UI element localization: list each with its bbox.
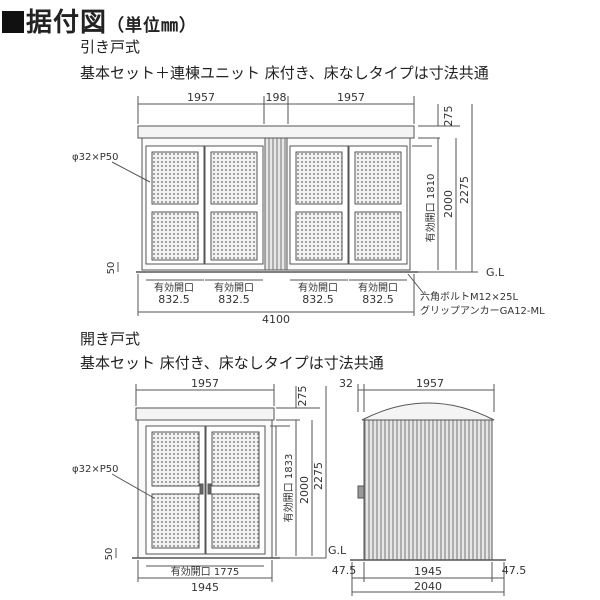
sliding-connector-panel [264,137,288,271]
sliding-dimension-labels: 1957 198 1957 275 有効開口 1810 2000 2275 50… [72,91,545,326]
title-main: 据付図 [26,8,108,38]
hinged-post-note: φ32×P50 [72,464,118,475]
sliding-opening-width-2: 832.5 [218,293,250,306]
sliding-dim-gap: 198 [266,91,287,104]
sliding-opening-label-2: 有効開口 [214,281,254,294]
sliding-opening-label-4: 有効開口 [358,281,398,294]
sliding-roof [137,125,415,139]
hinged-handle-left [199,483,204,495]
hinged-handle-right [207,483,212,495]
hinged-dim-roof-height: 275 [296,386,309,407]
sliding-dim-opening-height: 有効開口 1810 [424,174,437,243]
hinged-dim-opening-height: 有効開口 1833 [282,454,295,523]
side-dim-left-margin: 47.5 [332,564,357,577]
title-unit: （単位㎜） [107,16,198,36]
sliding-opening-width-3: 832.5 [302,293,334,306]
sliding-opening-width-4: 832.5 [362,293,394,306]
sliding-dim-roof-height: 275 [442,106,455,127]
side-latch [357,485,365,499]
hinged-front-elevation [111,384,327,582]
hinged-dim-width: 1957 [191,377,219,390]
side-dim-overhang: 32 [339,377,353,390]
sliding-bolt-note: 六角ボルトM12×25L [420,291,518,303]
title-square-mark [2,11,24,33]
sliding-anchor-note: グリップアンカーGA12-ML [420,304,545,317]
sliding-front-elevation [111,96,478,316]
hinged-base-width: 1945 [191,581,219,594]
sliding-opening-label-3: 有効開口 [298,281,338,294]
side-dim-right-margin: 47.5 [502,564,527,577]
sliding-dim-width-1: 1957 [187,91,215,104]
hinged-heading: 開き戸式 [80,330,141,348]
sliding-dim-body-height: 2000 [442,190,455,218]
sliding-heading: 引き戸式 [80,38,141,56]
hinged-opening-width: 有効開口 1775 [171,565,240,578]
side-ribbed-wall [363,419,493,561]
side-arched-roof [361,402,495,421]
hinged-roof [135,407,275,421]
sliding-ground-label: G.L [486,266,505,279]
hinged-subheading: 基本セット 床付き、床なしタイプは寸法共通 [80,354,384,372]
hinged-side-dimension-labels: 32 1957 47.5 1945 47.5 2040 [332,377,527,593]
sliding-post-note: φ32×P50 [72,152,118,163]
sliding-subheading: 基本セット＋連棟ユニット 床付き、床なしタイプは寸法共通 [80,64,489,82]
sliding-dim-width-2: 1957 [337,91,365,104]
hinged-front-dimension-labels: 1957 275 有効開口 1833 2000 2275 50 G.L 有効開口… [72,377,347,594]
sliding-dim-total-height: 2275 [458,176,471,204]
page-title: 据付図（単位㎜） [2,2,197,39]
hinged-ground-label: G.L [328,544,347,557]
hinged-dim-total-height: 2275 [312,462,325,490]
sliding-dim-floor-offset: 50 [106,262,117,275]
sliding-dim-total-width: 4100 [262,313,290,326]
side-dim-total-depth: 2040 [414,580,442,593]
sliding-opening-width-1: 832.5 [158,293,190,306]
hinged-dim-body-height: 2000 [298,476,311,504]
side-dim-base-width: 1945 [414,565,442,578]
side-dim-width: 1957 [416,377,444,390]
sliding-opening-label-1: 有効開口 [154,281,194,294]
hinged-side-elevation [350,384,506,596]
hinged-dim-floor-offset: 50 [104,548,115,561]
